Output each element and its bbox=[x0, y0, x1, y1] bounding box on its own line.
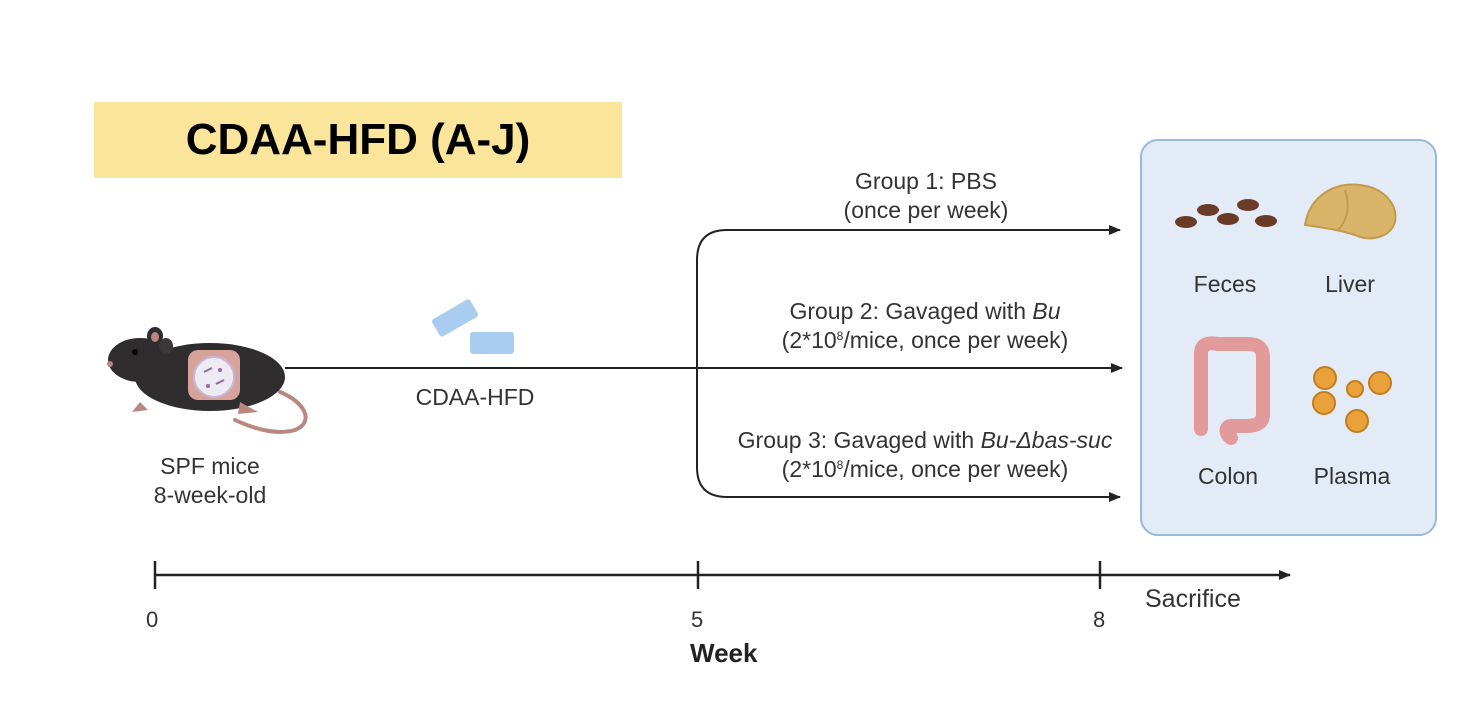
plasma-icon bbox=[1312, 366, 1392, 433]
colon-icon bbox=[1194, 336, 1270, 445]
diet-label: CDAA-HFD bbox=[415, 384, 535, 410]
group-3-dose-pre: (2*10 bbox=[781, 456, 837, 482]
tick-label-0: 0 bbox=[146, 607, 159, 632]
group-3-strain: Bu-Δbas-suc bbox=[980, 427, 1113, 453]
title-banner: CDAA-HFD (A-J) bbox=[94, 102, 622, 178]
group-2-dose-exp: 8 bbox=[836, 329, 844, 343]
sample-plasma-label: Plasma bbox=[1313, 463, 1391, 489]
sample-feces-label: Feces bbox=[1193, 271, 1257, 297]
tick-label-8: 8 bbox=[1093, 607, 1106, 632]
mouse-label-1: SPF mice bbox=[160, 453, 260, 479]
group-2-dose-pre: (2*10 bbox=[781, 327, 837, 353]
mouse-icon bbox=[107, 327, 308, 434]
week-axis-label: Week bbox=[690, 638, 758, 668]
feces-icon bbox=[1175, 199, 1277, 228]
group-3-label: Group 3: Gavaged with Bu-Δbas-suc (2*108… bbox=[700, 426, 1150, 484]
group-2-dose-post: /mice, once per week) bbox=[843, 327, 1069, 353]
mouse-label-2: 8-week-old bbox=[153, 482, 267, 508]
group-1-line2: (once per week) bbox=[843, 197, 1009, 223]
group3-arrow bbox=[696, 368, 1121, 502]
group-1-label: Group 1: PBS (once per week) bbox=[826, 167, 1026, 225]
group-3-dose-exp: 8 bbox=[836, 458, 844, 472]
group-2-label: Group 2: Gavaged with Bu (2*108/mice, on… bbox=[745, 297, 1105, 355]
diet-pellet-icon bbox=[432, 299, 514, 354]
group-3-dose-post: /mice, once per week) bbox=[843, 456, 1069, 482]
group-1-line1: Group 1: PBS bbox=[855, 168, 997, 194]
group-2-strain: Bu bbox=[1032, 298, 1061, 324]
group-2-line1-prefix: Group 2: Gavaged with bbox=[789, 298, 1033, 324]
sacrifice-label: Sacrifice bbox=[1145, 585, 1241, 613]
tick-label-5: 5 bbox=[691, 607, 704, 632]
sample-liver-label: Liver bbox=[1325, 271, 1375, 297]
diagram-title: CDAA-HFD (A-J) bbox=[185, 115, 531, 164]
liver-icon bbox=[1303, 183, 1397, 240]
sample-colon-label: Colon bbox=[1197, 463, 1259, 489]
group1-arrow bbox=[696, 225, 1121, 368]
group-3-line1-prefix: Group 3: Gavaged with bbox=[737, 427, 981, 453]
